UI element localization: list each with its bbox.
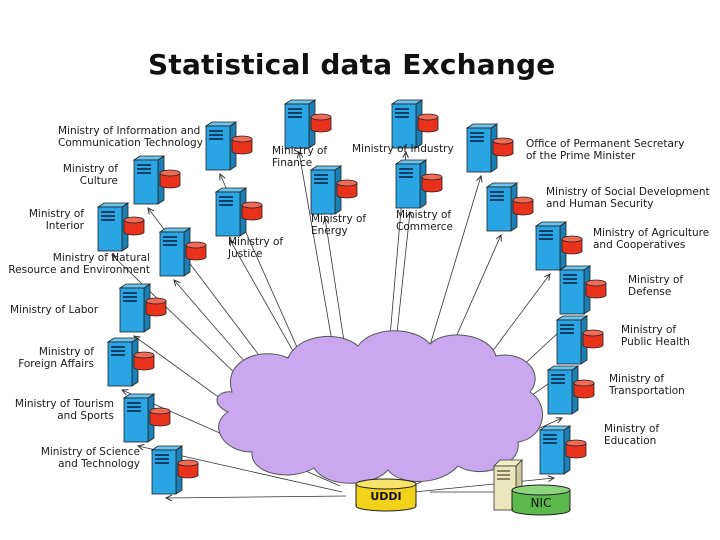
arrow-science (166, 496, 347, 498)
server-pm (465, 123, 514, 173)
database-culture-icon (159, 169, 181, 189)
server-industry (390, 99, 439, 149)
server-natural (158, 227, 207, 277)
server-energy (309, 165, 358, 215)
nic-node: NIC (430, 459, 571, 516)
server-info (204, 121, 253, 171)
database-info-icon (231, 135, 253, 155)
server-culture (132, 155, 181, 205)
server-tourism (122, 393, 171, 443)
server-health (555, 315, 604, 365)
cloud-network (216, 330, 543, 484)
database-pm-icon (492, 137, 514, 157)
database-foreign-icon (133, 351, 155, 371)
diagram-title: Statistical data Exchange (148, 48, 556, 81)
database-energy-icon (336, 179, 358, 199)
server-interior (96, 202, 145, 252)
server-commerce (394, 159, 443, 209)
server-justice (214, 187, 263, 237)
uddi-hub: UDDI (355, 478, 417, 512)
server-education (538, 425, 587, 475)
database-interior-icon (123, 216, 145, 236)
database-defense-icon (585, 279, 607, 299)
server-transport (546, 365, 595, 415)
server-foreign (106, 337, 155, 387)
server-defense (558, 265, 607, 315)
database-natural-icon (185, 241, 207, 261)
label-ministry-labor: Ministry of Labor (10, 304, 99, 316)
arrow-education (413, 478, 554, 493)
nic-label: NIC (531, 496, 552, 510)
label-ministry-industry: Ministry of Industry (352, 143, 454, 155)
database-justice-icon (241, 201, 263, 221)
database-health-icon (582, 329, 604, 349)
database-tourism-icon (149, 407, 171, 427)
server-social (485, 182, 534, 232)
database-agri-icon (561, 235, 583, 255)
database-social-icon (512, 196, 534, 216)
database-science-icon (177, 459, 199, 479)
database-commerce-icon (421, 173, 443, 193)
uddi-label: UDDI (370, 490, 401, 503)
server-science (150, 445, 199, 495)
server-finance (283, 99, 332, 149)
database-labor-icon (145, 297, 167, 317)
server-layer (96, 99, 607, 495)
database-transport-icon (573, 379, 595, 399)
database-education-icon (565, 439, 587, 459)
server-agri (534, 221, 583, 271)
database-industry-icon (417, 113, 439, 133)
database-finance-icon (310, 113, 332, 133)
server-labor (118, 283, 167, 333)
